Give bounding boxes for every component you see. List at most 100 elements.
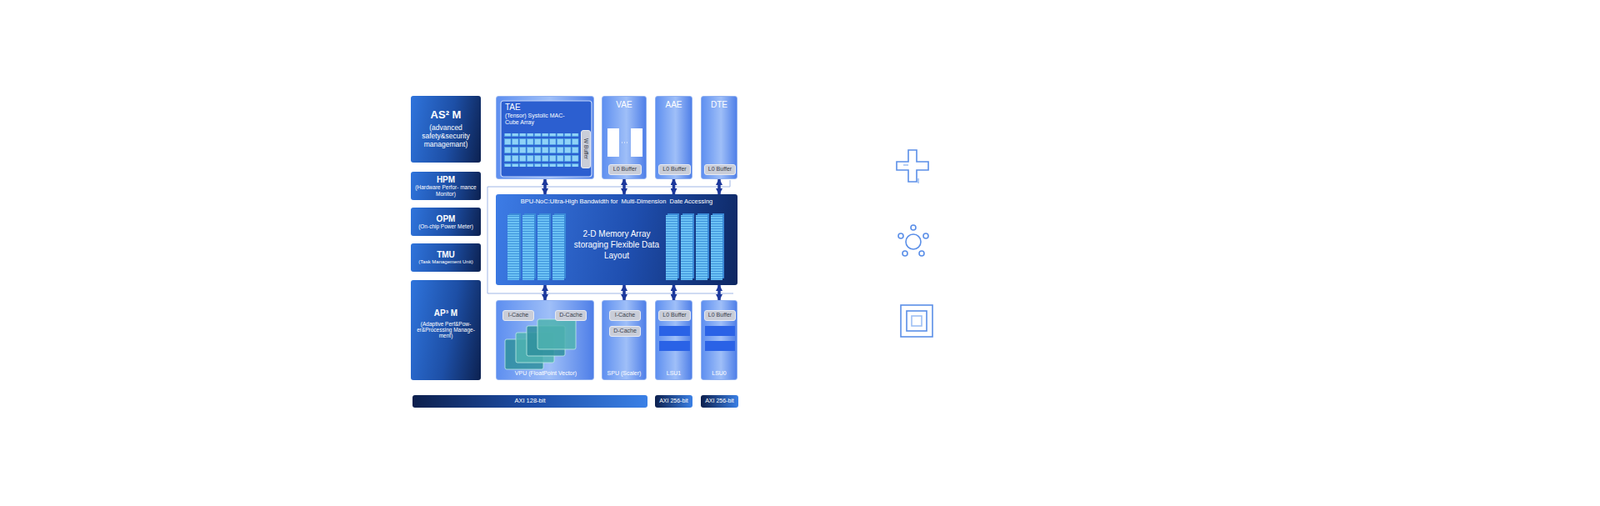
lsu-bar bbox=[659, 340, 690, 351]
cache-box: D-Cache bbox=[609, 325, 641, 337]
node-title: HPM bbox=[436, 175, 455, 185]
node-title: L0 Buffer bbox=[662, 165, 686, 173]
plus-icon bbox=[896, 150, 929, 182]
square-icon bbox=[906, 310, 927, 331]
node-subtitle: (Task Management Unit) bbox=[418, 259, 473, 265]
lsu-box: LSU1 L0 Buffer bbox=[655, 300, 693, 380]
lsu-box: LSU0 L0 Buffer bbox=[700, 300, 738, 380]
bus-arrow bbox=[622, 285, 626, 300]
engine-box: DTE L0 Buffer bbox=[700, 95, 738, 180]
node-title: TAE bbox=[505, 102, 521, 113]
lsu-bar bbox=[659, 325, 690, 336]
engine-box: AAE L0 Buffer bbox=[655, 95, 693, 180]
node-title: I-Cache bbox=[508, 311, 530, 319]
mac-array bbox=[504, 133, 580, 167]
node-title: DTE bbox=[701, 100, 737, 110]
node-title: D-Cache bbox=[559, 311, 583, 319]
management-box: HPM(Hardware Perfor- mance Monitor) bbox=[410, 171, 481, 200]
bus-arrow bbox=[672, 179, 676, 195]
bus-arrow bbox=[622, 179, 626, 195]
node-title: OPM bbox=[436, 214, 456, 225]
side-icons bbox=[896, 150, 933, 337]
memory-stack bbox=[695, 215, 708, 280]
engine-box: TAE(Tensor) Systolic MAC-Cube Array W Buf… bbox=[495, 95, 595, 180]
node-title: LSU0 bbox=[701, 370, 737, 377]
processor-box: VPU (FloatPoint Vector) I-Cache D-Cache bbox=[495, 300, 595, 380]
node-subtitle: (Tensor) Systolic MAC-Cube Array bbox=[505, 112, 570, 126]
memory-stack bbox=[507, 215, 520, 280]
vector-lane bbox=[630, 128, 643, 157]
square-icon bbox=[911, 315, 922, 326]
management-box: AS² M (advanced safety&security manageman… bbox=[410, 95, 481, 163]
buffer-box: L0 Buffer bbox=[704, 164, 736, 175]
square-icon bbox=[900, 305, 933, 337]
lane-dots bbox=[621, 142, 629, 144]
node-title: TMU bbox=[436, 250, 455, 260]
bus-arrow bbox=[543, 179, 547, 195]
node-title: AXI 256-bit bbox=[659, 397, 689, 405]
memory-stack bbox=[680, 215, 693, 280]
star-icon bbox=[905, 234, 921, 250]
buffer-box: L0 Buffer bbox=[658, 164, 691, 175]
noc-illustration bbox=[495, 194, 738, 285]
buffer-box: L0 Buffer bbox=[608, 164, 642, 175]
star-icon-dot bbox=[902, 250, 908, 256]
memory-stack bbox=[665, 215, 678, 280]
node-title: L0 Buffer bbox=[613, 165, 637, 173]
bus-arrow bbox=[717, 285, 721, 300]
node-title: LSU1 bbox=[655, 370, 692, 377]
node-title: VAE bbox=[602, 100, 646, 110]
node-subtitle: (Hardware Perfor- mance Monitor) bbox=[413, 184, 479, 197]
bus-bar: AXI 128-bit bbox=[412, 395, 648, 408]
node-title: I-Cache bbox=[615, 311, 636, 319]
bus-arrow bbox=[672, 285, 676, 300]
node-subtitle: (On-chip Power Meter) bbox=[418, 223, 474, 230]
star-icon-dot bbox=[919, 250, 925, 256]
memory-stack bbox=[522, 215, 535, 280]
management-box: AP³ M(Adaptive Perf&Pow- er&Processing M… bbox=[410, 280, 481, 380]
node-title: AXI 128-bit bbox=[514, 397, 545, 405]
node-title: VPU (FloatPoint Vector) bbox=[513, 370, 579, 377]
bus-arrow bbox=[543, 285, 547, 300]
bus-line bbox=[487, 180, 730, 187]
engine-box: VAE L0 Buffer bbox=[601, 95, 647, 180]
tensor-card bbox=[500, 100, 592, 177]
star-icon-dot bbox=[910, 225, 916, 230]
vector-card bbox=[537, 319, 576, 350]
lsu-bar bbox=[705, 340, 735, 351]
node-subtitle: (advanced safety&security managemant) bbox=[413, 124, 479, 149]
plus-icon-accent bbox=[903, 165, 919, 184]
node-title: L0 Buffer bbox=[662, 311, 686, 319]
cache-box: D-Cache bbox=[555, 310, 587, 321]
buffer-box: W Buffer bbox=[580, 130, 591, 169]
bus-arrow bbox=[717, 179, 721, 195]
buffer-box: L0 Buffer bbox=[658, 310, 691, 321]
memory-stack bbox=[710, 215, 723, 280]
node-title: BPU-NoC:Ultra-High Bandwidth for Multi-D… bbox=[495, 198, 738, 206]
lsu-bar bbox=[705, 325, 735, 336]
node-title: AAE bbox=[655, 100, 692, 110]
node-title: AS² M bbox=[430, 109, 462, 122]
node-title: L0 Buffer bbox=[708, 165, 732, 173]
node-title: AXI 256-bit bbox=[705, 397, 735, 405]
star-icon-dot bbox=[898, 233, 904, 239]
node-title: AP³ M bbox=[434, 308, 458, 319]
cache-box: I-Cache bbox=[502, 310, 535, 321]
bus-bar: AXI 256-bit bbox=[700, 395, 739, 408]
star-icon-dot bbox=[923, 233, 929, 239]
memory-stack bbox=[552, 215, 565, 280]
memory-stack bbox=[537, 215, 550, 280]
node-subtitle: 2-D Memory Array storaging Flexible Data… bbox=[572, 228, 661, 261]
vector-lane bbox=[607, 128, 620, 157]
noc-band: BPU-NoC:Ultra-High Bandwidth for Multi-D… bbox=[495, 194, 738, 285]
bus-bar: AXI 256-bit bbox=[655, 395, 693, 408]
management-box: TMU(Task Management Unit) bbox=[410, 243, 481, 272]
node-title: D-Cache bbox=[613, 327, 637, 335]
node-title: L0 Buffer bbox=[708, 311, 732, 319]
management-box: OPM(On-chip Power Meter) bbox=[410, 207, 481, 236]
node-title: W Buffer bbox=[582, 138, 589, 160]
node-subtitle: (Adaptive Perf&Pow- er&Processing Manage… bbox=[413, 320, 479, 340]
